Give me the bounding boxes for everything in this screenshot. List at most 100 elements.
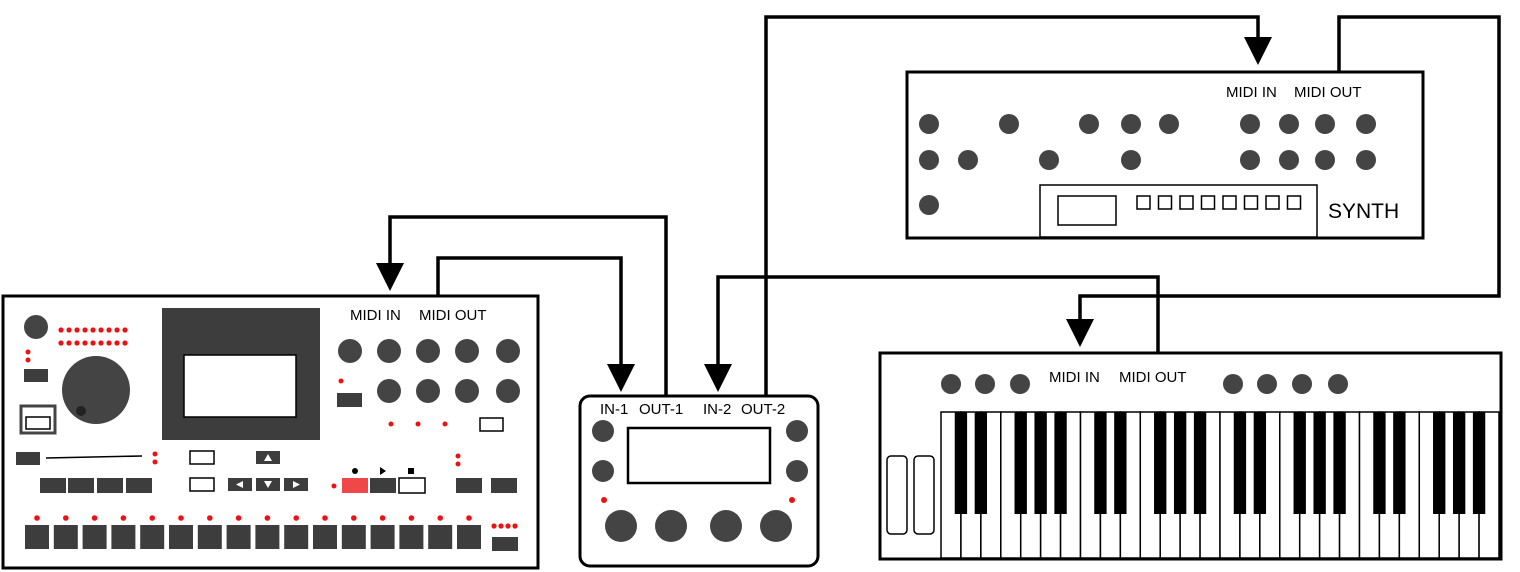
step-pad[interactable] — [284, 525, 309, 549]
button[interactable] — [1243, 195, 1259, 210]
button[interactable] — [189, 477, 215, 492]
button[interactable] — [479, 417, 504, 432]
knob[interactable] — [1121, 114, 1141, 134]
black-key[interactable] — [1014, 412, 1027, 514]
knob[interactable] — [605, 510, 637, 542]
black-key[interactable] — [1193, 412, 1207, 514]
knob[interactable] — [455, 379, 479, 403]
button[interactable] — [1265, 195, 1280, 210]
button[interactable] — [40, 478, 66, 493]
pitch-bend-wheel[interactable] — [886, 455, 908, 535]
button[interactable] — [1157, 195, 1173, 210]
step-pad[interactable] — [53, 525, 78, 549]
step-pad[interactable] — [428, 525, 453, 549]
button[interactable] — [456, 478, 482, 493]
mod-wheel[interactable] — [913, 455, 935, 535]
knob[interactable] — [919, 195, 939, 215]
knob[interactable] — [999, 114, 1019, 134]
step-pad[interactable] — [255, 525, 280, 549]
black-key[interactable] — [1333, 412, 1346, 514]
knob[interactable] — [958, 150, 978, 170]
black-key[interactable] — [1373, 412, 1386, 514]
button[interactable] — [189, 450, 215, 465]
black-key[interactable] — [1253, 412, 1267, 514]
step-pad[interactable] — [313, 525, 337, 549]
knob[interactable] — [1356, 150, 1376, 170]
step-pad[interactable] — [197, 525, 222, 549]
step-pad[interactable] — [111, 525, 136, 549]
step-pad[interactable] — [140, 525, 165, 549]
knob[interactable] — [1315, 150, 1335, 170]
small-knob[interactable] — [24, 315, 48, 339]
step-pad[interactable] — [341, 525, 366, 549]
button[interactable] — [1222, 195, 1237, 210]
jog-wheel[interactable] — [62, 356, 130, 424]
black-key[interactable] — [1034, 412, 1047, 514]
step-pad[interactable] — [399, 525, 424, 549]
knob[interactable] — [1159, 114, 1179, 134]
button[interactable] — [492, 537, 518, 551]
knob[interactable] — [455, 339, 479, 363]
button[interactable] — [1179, 195, 1194, 210]
black-key[interactable] — [1173, 412, 1187, 514]
knob[interactable] — [1279, 114, 1299, 134]
knob[interactable] — [1121, 150, 1141, 170]
knob[interactable] — [1010, 374, 1030, 394]
step-pad[interactable] — [169, 525, 193, 549]
black-key[interactable] — [974, 412, 988, 514]
knob[interactable] — [786, 420, 808, 442]
black-key[interactable] — [1094, 412, 1107, 514]
knob[interactable] — [1356, 114, 1376, 134]
black-key[interactable] — [1054, 412, 1067, 514]
knob[interactable] — [919, 114, 939, 134]
knob[interactable] — [592, 420, 614, 442]
step-pad[interactable] — [226, 525, 251, 549]
knob[interactable] — [1328, 374, 1348, 394]
step-pad[interactable] — [370, 525, 395, 549]
knob[interactable] — [416, 339, 440, 363]
black-key[interactable] — [954, 412, 968, 514]
knob[interactable] — [1079, 114, 1099, 134]
button[interactable] — [1200, 195, 1216, 210]
black-key[interactable] — [1114, 412, 1127, 514]
stop-button[interactable] — [398, 477, 426, 494]
button[interactable] — [1286, 195, 1302, 210]
knob[interactable] — [655, 510, 687, 542]
record-button[interactable] — [342, 478, 368, 493]
knob[interactable] — [592, 460, 614, 482]
knob[interactable] — [496, 379, 520, 403]
knob[interactable] — [710, 510, 742, 542]
black-key[interactable] — [1452, 412, 1466, 514]
knob[interactable] — [377, 339, 401, 363]
button[interactable] — [126, 478, 152, 493]
black-key[interactable] — [1433, 412, 1446, 514]
black-key[interactable] — [1393, 412, 1406, 514]
step-pad[interactable] — [457, 525, 481, 549]
knob[interactable] — [1315, 114, 1335, 134]
knob[interactable] — [416, 379, 440, 403]
black-key[interactable] — [1313, 412, 1326, 514]
black-key[interactable] — [1154, 412, 1167, 514]
knob[interactable] — [338, 339, 362, 363]
knob[interactable] — [941, 374, 961, 394]
button[interactable] — [68, 478, 94, 493]
knob[interactable] — [760, 510, 792, 542]
knob[interactable] — [975, 374, 995, 394]
knob[interactable] — [919, 150, 939, 170]
button[interactable] — [24, 369, 48, 382]
play-button[interactable] — [370, 478, 396, 493]
knob[interactable] — [377, 379, 401, 403]
knob[interactable] — [1257, 374, 1277, 394]
knob[interactable] — [1039, 150, 1059, 170]
knob[interactable] — [1292, 374, 1312, 394]
knob[interactable] — [1279, 150, 1299, 170]
black-key[interactable] — [1233, 412, 1247, 514]
knob[interactable] — [496, 339, 520, 363]
button[interactable] — [491, 478, 517, 493]
knob[interactable] — [1240, 114, 1260, 134]
button[interactable] — [337, 393, 362, 407]
black-key[interactable] — [1472, 412, 1486, 514]
button[interactable] — [97, 478, 123, 493]
knob[interactable] — [786, 460, 808, 482]
knob[interactable] — [1223, 374, 1243, 394]
